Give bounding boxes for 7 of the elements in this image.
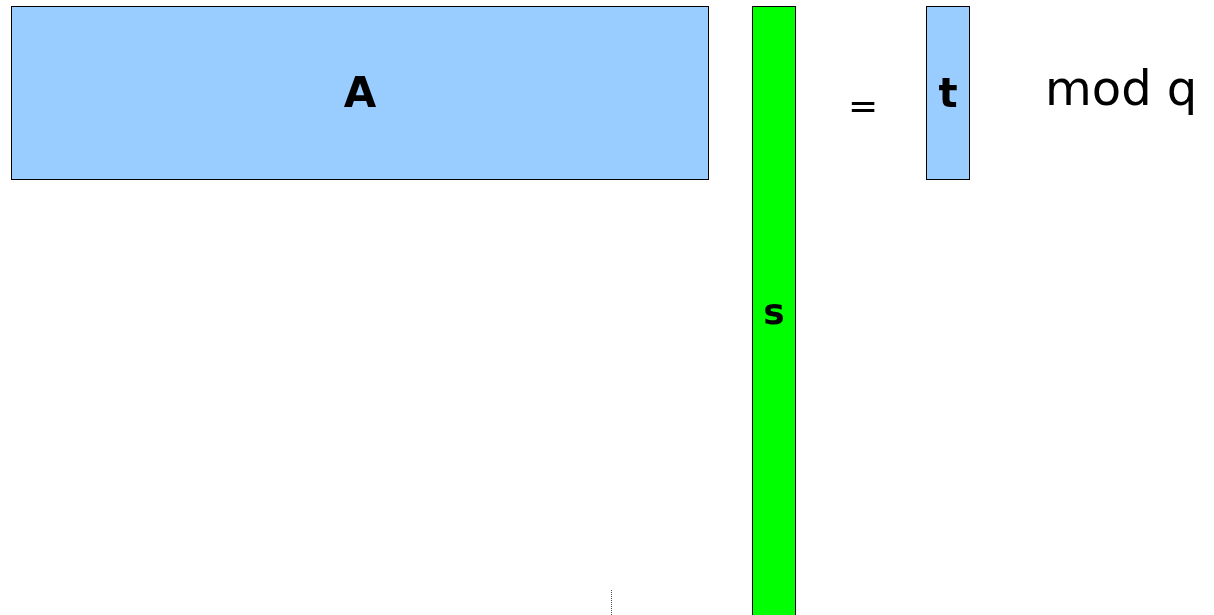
vector-bar [926,6,970,180]
matrix-label: t [938,73,958,113]
equals-sign: = [848,88,879,124]
matrix-label: A [343,72,377,114]
matrix-label: s [763,294,785,330]
vector-bar [752,6,796,615]
matrix-block [11,6,709,180]
